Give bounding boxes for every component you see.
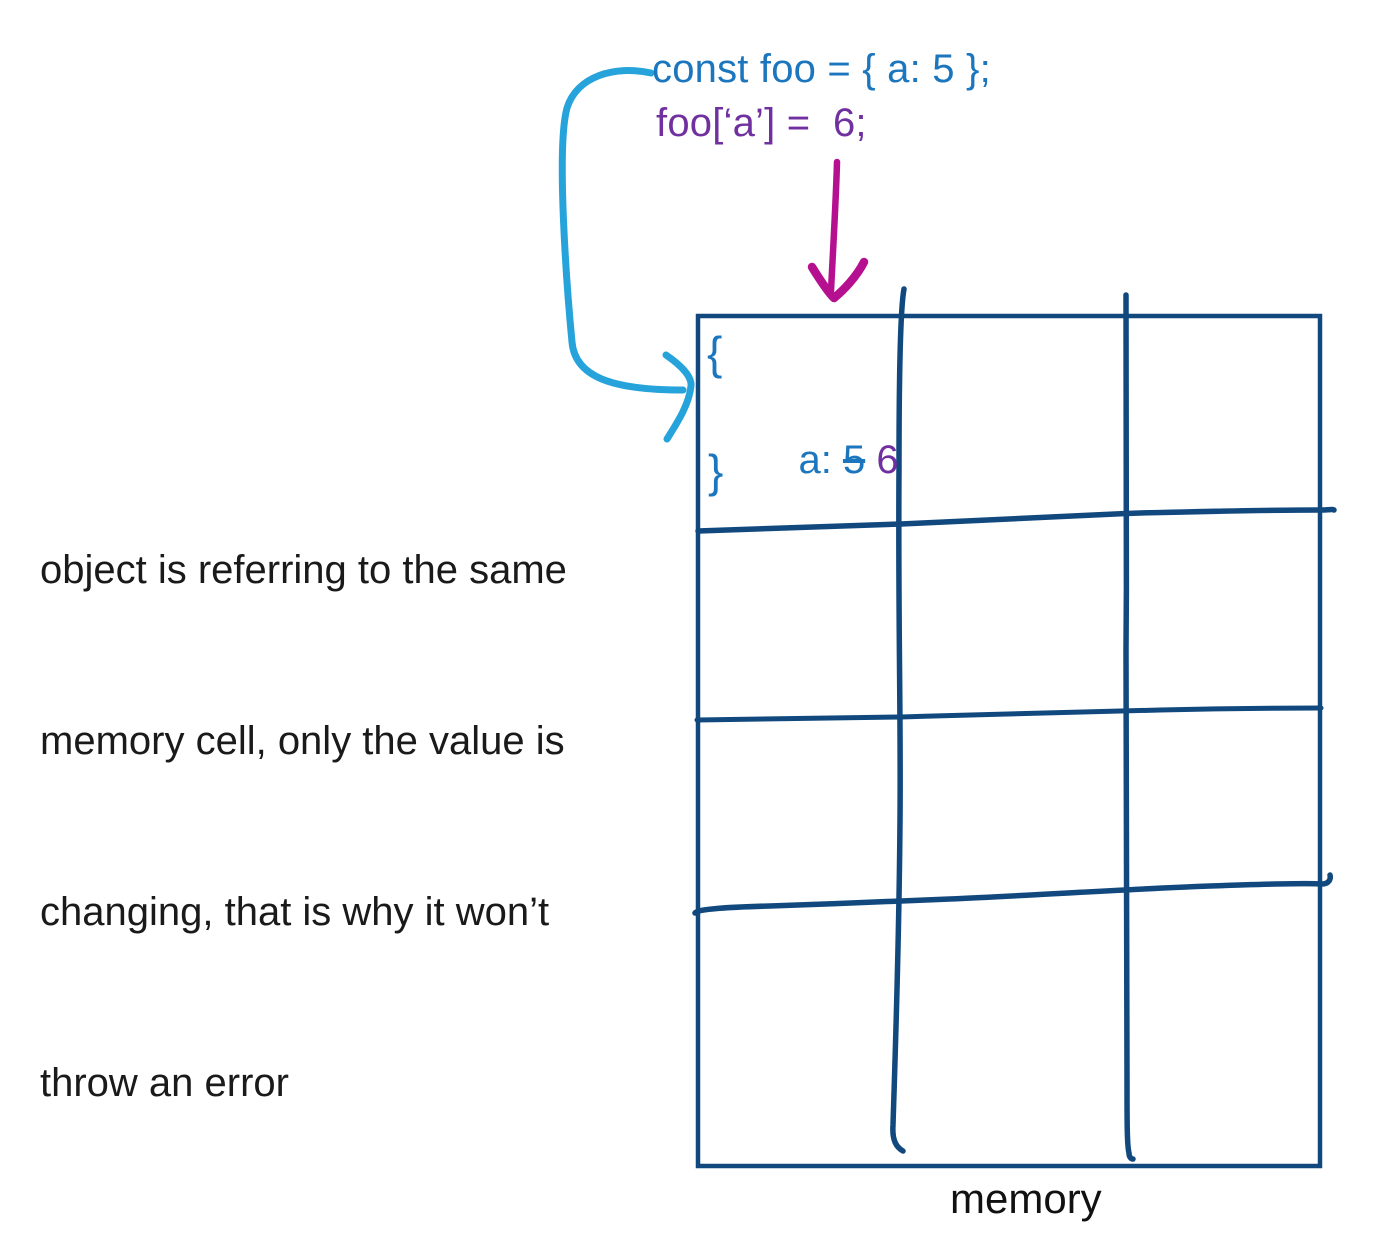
assignment-arrow-icon <box>807 158 869 303</box>
assignment-arrow-head <box>807 257 869 303</box>
grid-horizontal-line-3 <box>692 872 1333 916</box>
memory-cell-separator <box>865 438 876 482</box>
annotation-line: changing, that is why it won’t <box>40 890 550 934</box>
grid-horizontal-line-1 <box>695 506 1337 534</box>
grid-border <box>695 313 1323 1169</box>
assignment-arrow-shaft <box>827 158 841 295</box>
memory-grid-label: memory <box>950 1175 1102 1222</box>
memory-grid <box>692 286 1337 1169</box>
memory-cell-key: a: <box>798 438 843 482</box>
reference-arrow-head <box>662 351 695 443</box>
memory-cell-close-brace: } <box>708 445 724 497</box>
memory-cell-entry: a: 5 6 <box>754 394 899 526</box>
annotation-line: memory cell, only the value is <box>40 719 565 763</box>
grid-vertical-line-1 <box>890 286 907 1154</box>
annotation-line: object is referring to the same <box>40 548 567 592</box>
reference-arrow-icon <box>558 67 695 443</box>
code-line-property-assignment: foo[‘a’] = 6; <box>656 101 867 145</box>
memory-cell-open-brace: { <box>707 327 723 379</box>
annotation-text: object is referring to the same memory c… <box>40 428 700 1226</box>
grid-vertical-line-2 <box>1122 292 1136 1162</box>
reference-arrow-shaft <box>558 67 687 394</box>
memory-cell-new-value: 6 <box>876 438 899 482</box>
code-line-const-declaration: const foo = { a: 5 }; <box>652 47 991 91</box>
annotation-line: throw an error <box>40 1061 289 1105</box>
memory-cell-old-value: 5 <box>842 438 866 482</box>
grid-horizontal-line-2 <box>694 705 1324 723</box>
